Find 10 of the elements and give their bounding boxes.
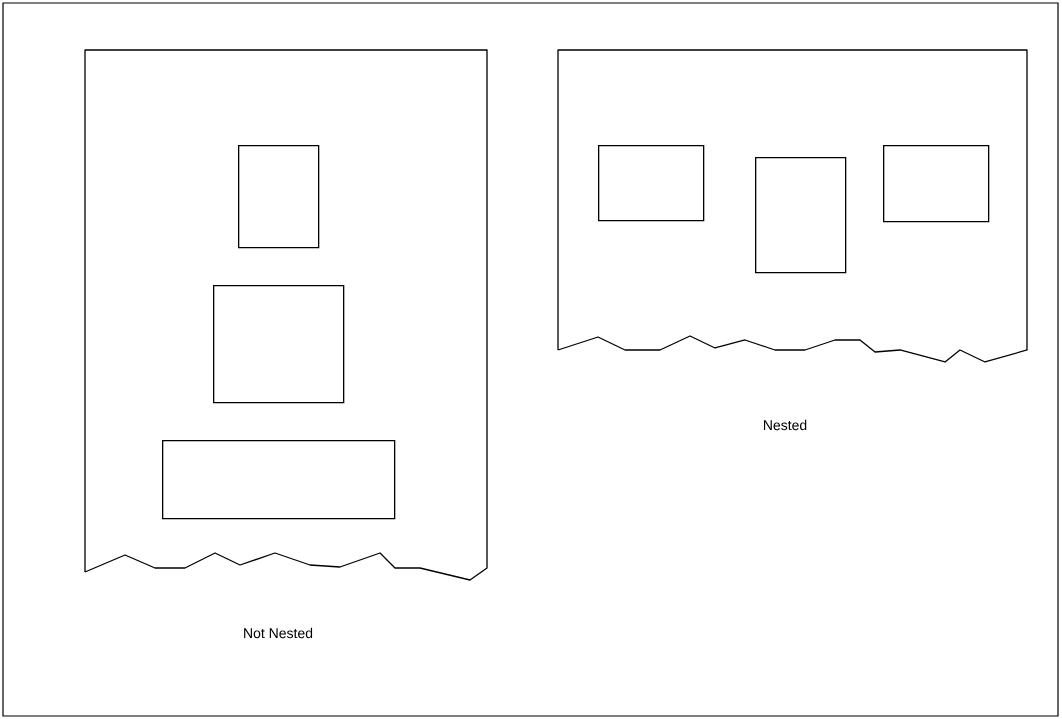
rectangle bbox=[883, 145, 990, 223]
rectangle bbox=[755, 157, 847, 274]
torn-page bbox=[557, 49, 1028, 363]
rectangle bbox=[162, 440, 396, 520]
rectangle bbox=[238, 145, 320, 249]
rectangle bbox=[598, 145, 705, 222]
torn-page bbox=[84, 49, 488, 581]
rectangle bbox=[213, 285, 345, 404]
caption: Nested bbox=[763, 419, 807, 431]
caption: Not Nested bbox=[244, 627, 313, 639]
